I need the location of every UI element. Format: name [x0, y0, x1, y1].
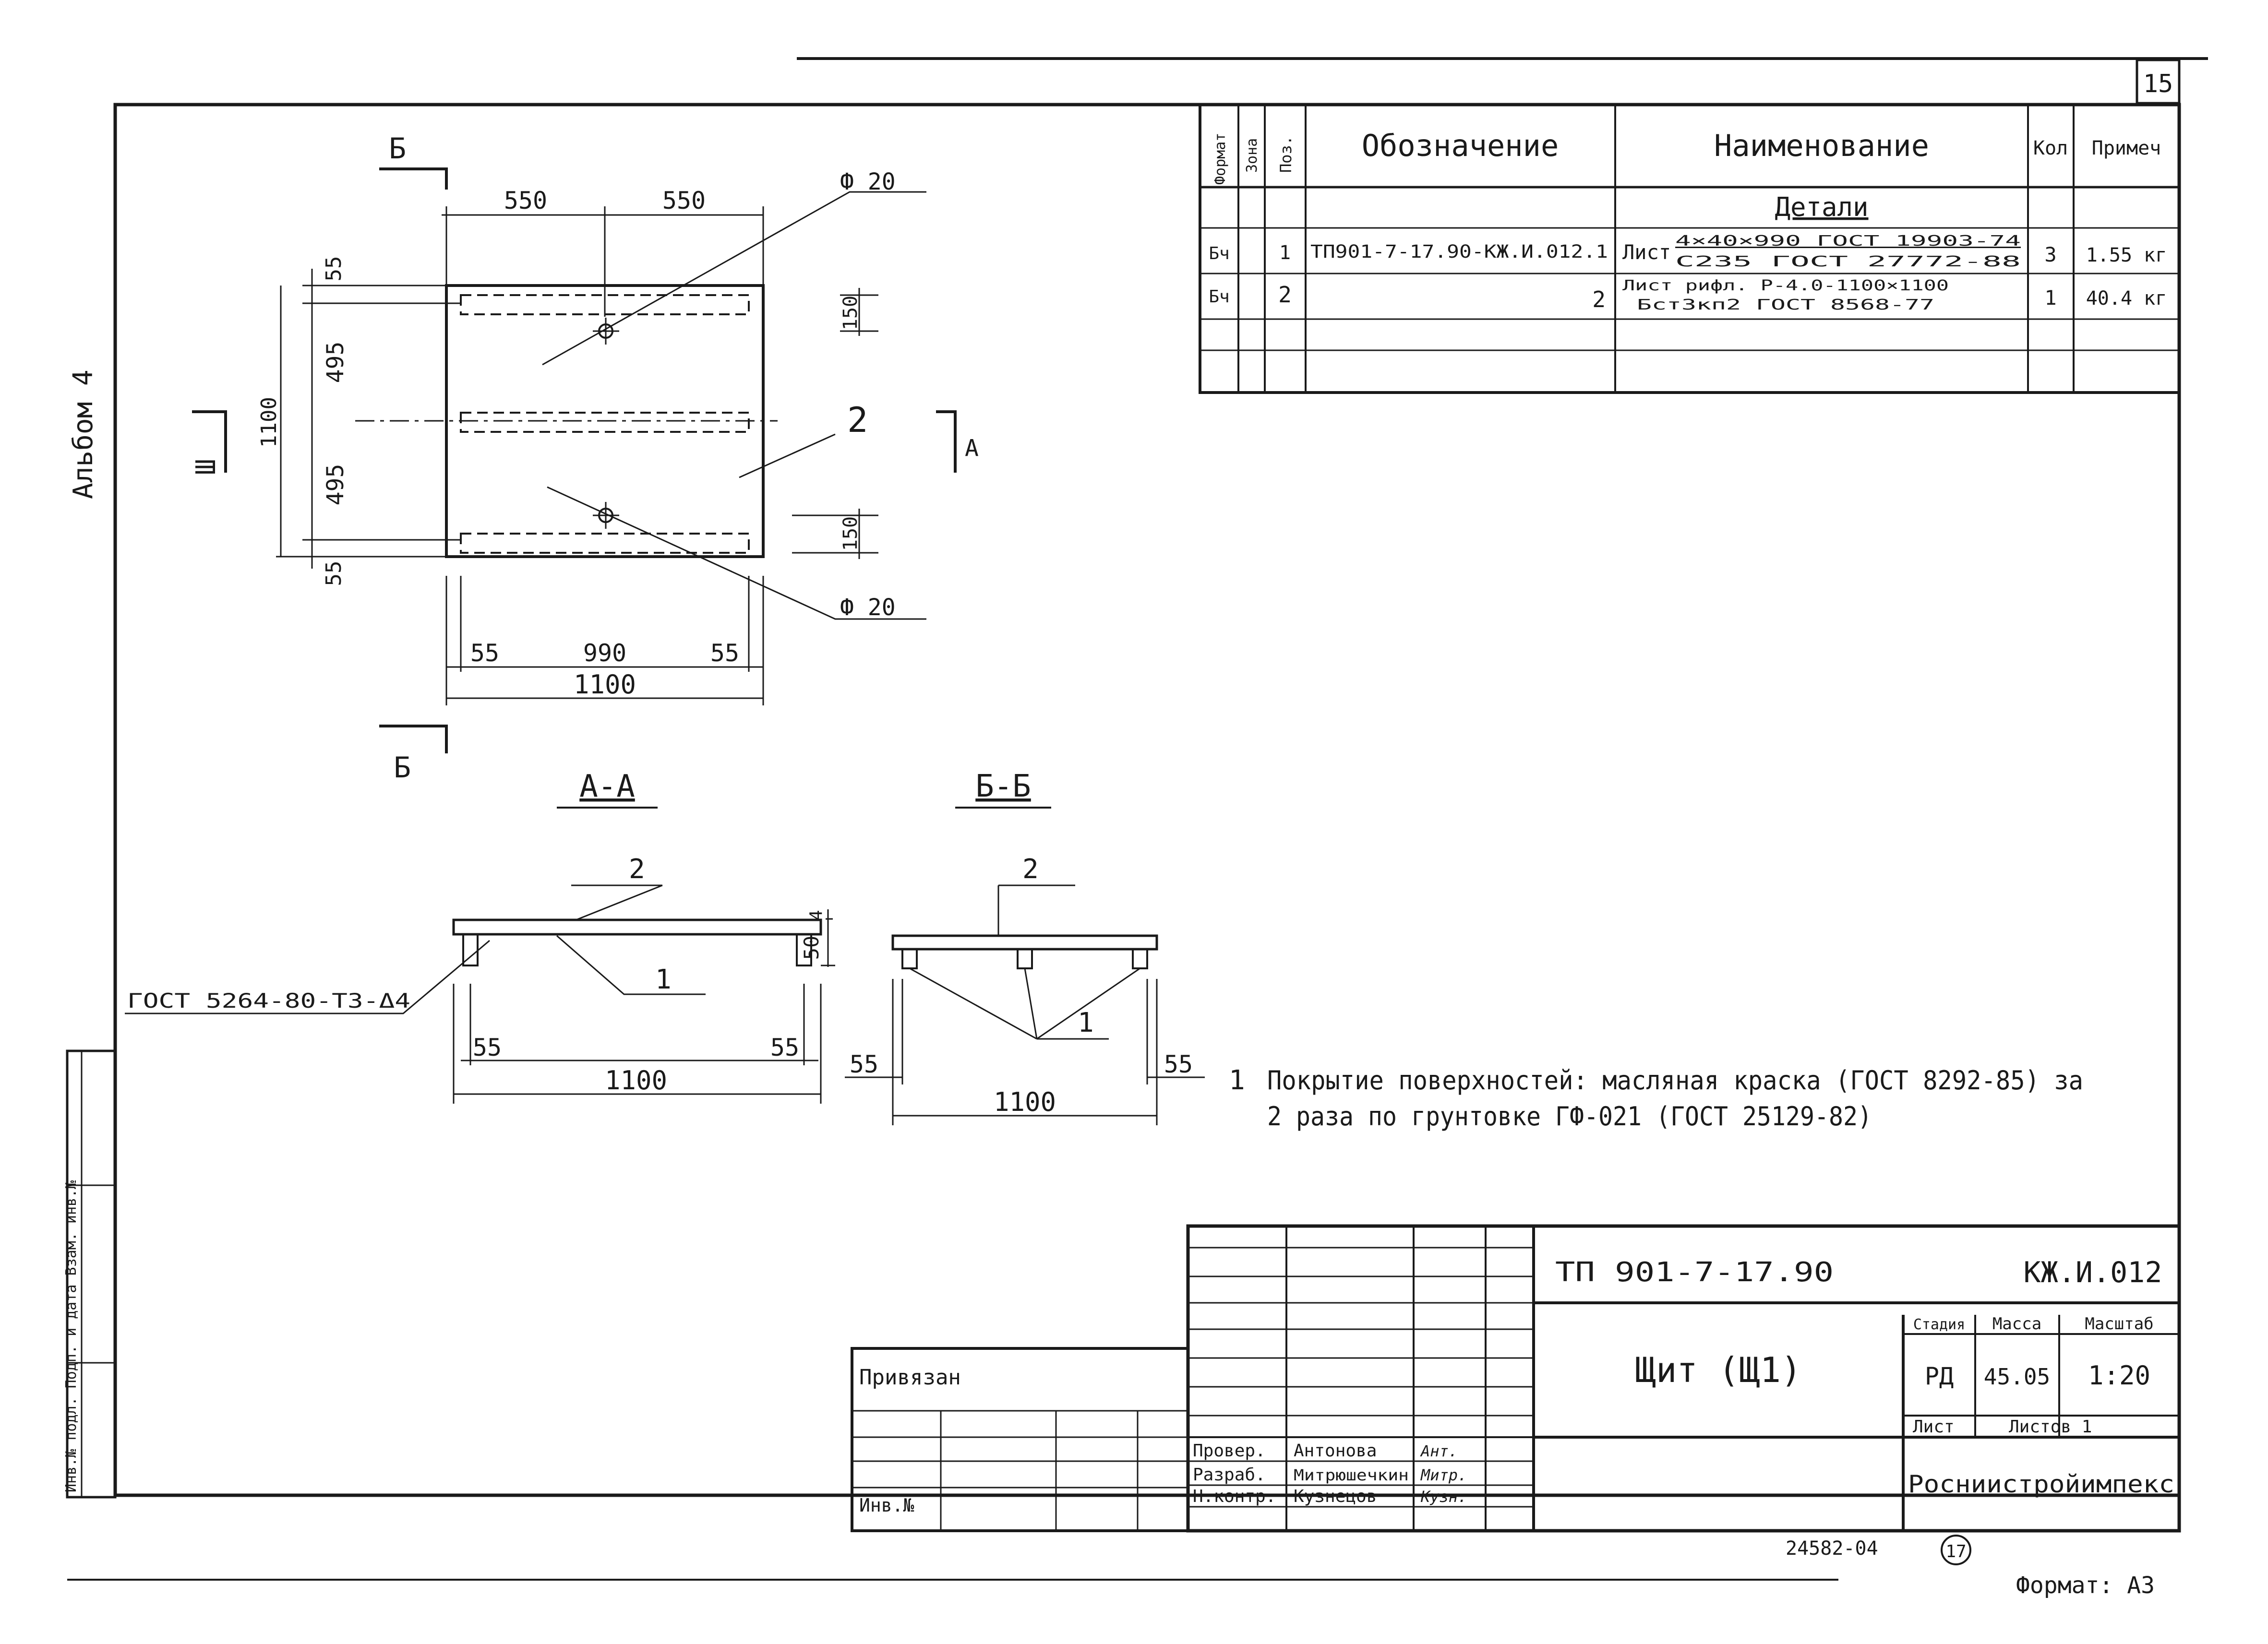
spec-row2-note: 40.4 кг	[2086, 287, 2167, 310]
role-checked: Провер.	[1193, 1441, 1266, 1461]
section-aa-dim-4: 4	[806, 910, 826, 920]
spec-header-pos: Поз.	[1277, 136, 1295, 173]
plan-dim-1100-horizontal: 1100	[574, 669, 636, 700]
plan-dim-150-top: 150	[840, 296, 862, 330]
plan-section-mark-top: Б	[389, 132, 406, 166]
sheets-label: Листов 1	[2009, 1417, 2092, 1437]
plan-dim-55-bottom: 55	[322, 561, 346, 586]
title-block	[851, 1224, 2181, 1565]
section-bb-title: Б-Б	[975, 769, 1031, 804]
plan-dim-495-bottom: 495	[322, 464, 349, 506]
role-developed: Разраб.	[1193, 1465, 1266, 1485]
privyazan-label: Привязан	[859, 1365, 961, 1390]
name-norm-control: Кузнецов	[1294, 1487, 1377, 1506]
plan-hole-top-label: Ф 20	[840, 168, 896, 195]
organization: Росниистройимпекс	[1908, 1470, 2174, 1498]
spec-header-name: Наименование	[1714, 128, 1929, 163]
spec-row1-format: Бч	[1209, 244, 1229, 263]
name-checked: Антонова	[1294, 1441, 1377, 1461]
plan-section-mark-right: А	[965, 435, 979, 462]
plan-section-mark-left: Ш	[191, 459, 222, 475]
section-aa-dim-55-left: 55	[473, 1034, 502, 1061]
spec-row2-designation: 2	[1592, 286, 1606, 312]
sheet-label: Лист	[1913, 1417, 1955, 1437]
spec-header-format: Формат	[1212, 133, 1229, 185]
spec-row2-qty: 1	[2044, 286, 2056, 310]
plan-dim-55-left: 55	[470, 639, 499, 667]
signature-developed: Митр.	[1420, 1466, 1467, 1484]
section-aa-pos-2: 2	[629, 854, 645, 885]
stage-header: Стадия	[1913, 1316, 1965, 1333]
sheet-frame	[67, 57, 2208, 1581]
spec-row2-format: Бч	[1209, 287, 1229, 307]
plan-dim-495-top: 495	[322, 342, 349, 383]
spec-header-zone: Зона	[1244, 138, 1260, 173]
mass-header: Масса	[1992, 1314, 2041, 1334]
plan-dim-550-right: 550	[662, 187, 706, 214]
spec-row1-qty: 3	[2044, 243, 2056, 266]
spec-row1-name-top: 4×40×990 ГОСТ 19903-74	[1675, 233, 2021, 250]
format-label: Формат: А3	[2016, 1572, 2155, 1599]
spec-table	[1199, 103, 2181, 394]
spec-header-designation: Обозначение	[1362, 128, 1559, 163]
plan-dim-55-right: 55	[710, 639, 739, 667]
section-aa-dim-55-right: 55	[770, 1034, 799, 1061]
plan-dim-550-left: 550	[504, 187, 547, 214]
drawing-title: Щит (Щ1)	[1635, 1350, 1802, 1390]
plan-pos-label: 2	[847, 400, 868, 440]
notes-number: 1	[1229, 1065, 1245, 1096]
section-aa-weld-note: ГОСТ 5264-80-Т3-Δ4	[127, 989, 410, 1013]
section-bb	[845, 807, 1205, 1125]
name-developed: Митрюшечкин	[1294, 1466, 1409, 1484]
signature-norm-control: Кузн.	[1420, 1488, 1467, 1506]
notes-line-2: 2 раза по грунтовке ГФ-021 (ГОСТ 25129-8…	[1267, 1101, 1872, 1132]
spec-row1-name-prefix: Лист	[1622, 240, 1671, 264]
plan-dim-150-bottom: 150	[840, 516, 862, 551]
plan-dim-990: 990	[583, 639, 626, 667]
scale-value: 1:20	[2088, 1360, 2150, 1391]
section-aa-title: А-А	[579, 769, 635, 804]
plan-section-mark-bottom: Б	[394, 751, 411, 785]
plan-view	[192, 167, 957, 753]
spec-row1-designation: ТП901-7-17.90-КЖ.И.012.1	[1310, 241, 1608, 262]
plan-dim-55-top: 55	[322, 256, 346, 282]
doc-code: ТП 901-7-17.90	[1555, 1257, 1834, 1288]
spec-row2-pos: 2	[1278, 282, 1292, 308]
plan-hole-bottom-label: Ф 20	[840, 594, 896, 621]
spec-header-qty: Кол	[2033, 137, 2068, 159]
scale-header: Масштаб	[2085, 1314, 2153, 1334]
role-norm-control: Н.контр.	[1193, 1487, 1276, 1506]
page-number: 15	[2143, 70, 2173, 98]
section-bb-dim-55-right: 55	[1164, 1050, 1193, 1078]
section-bb-dim-55-left: 55	[850, 1050, 878, 1078]
spec-row1-note: 1.55 кг	[2086, 244, 2167, 266]
plan-dim-1100-vertical: 1100	[257, 397, 281, 448]
stage-value: РД	[1925, 1362, 1954, 1390]
spec-row1-pos: 1	[1279, 242, 1291, 264]
mass-value: 45.05	[1984, 1364, 2050, 1390]
section-aa-dim-50: 50	[800, 936, 823, 960]
spec-row1-name-bottom: С235 ГОСТ 27772-88	[1675, 253, 2021, 270]
section-bb-pos-1: 1	[1078, 1007, 1094, 1038]
archive-number: 24582-04	[1786, 1537, 1878, 1560]
side-stamp	[66, 1049, 117, 1499]
spec-row2-name-top: Лист рифл. Р-4.0-1100×1100	[1622, 277, 1949, 294]
section-bb-pos-2: 2	[1022, 854, 1039, 885]
section-aa	[125, 807, 835, 1104]
spec-section-details: Детали	[1775, 192, 1868, 222]
album-label: Альбом 4	[68, 369, 99, 499]
spec-header-note: Примеч	[2092, 137, 2161, 159]
archive-sheet-number: 17	[1945, 1542, 1966, 1561]
section-aa-dim-1100: 1100	[605, 1065, 667, 1096]
signature-checked: Ант.	[1420, 1442, 1458, 1460]
inv-number-label: Инв.№	[859, 1495, 914, 1516]
side-stamp-text: Инв.№ подл. Подп. и дата Взам. инв.№	[63, 1180, 80, 1492]
section-bb-dim-1100: 1100	[994, 1087, 1056, 1117]
doc-mark: КЖ.И.012	[2024, 1256, 2162, 1289]
notes-line-1: Покрытие поверхностей: масляная краска (…	[1267, 1065, 2083, 1096]
section-aa-pos-1: 1	[655, 964, 672, 995]
spec-row2-name-bottom: Бст3кп2 ГОСТ 8568-77	[1637, 297, 1934, 313]
